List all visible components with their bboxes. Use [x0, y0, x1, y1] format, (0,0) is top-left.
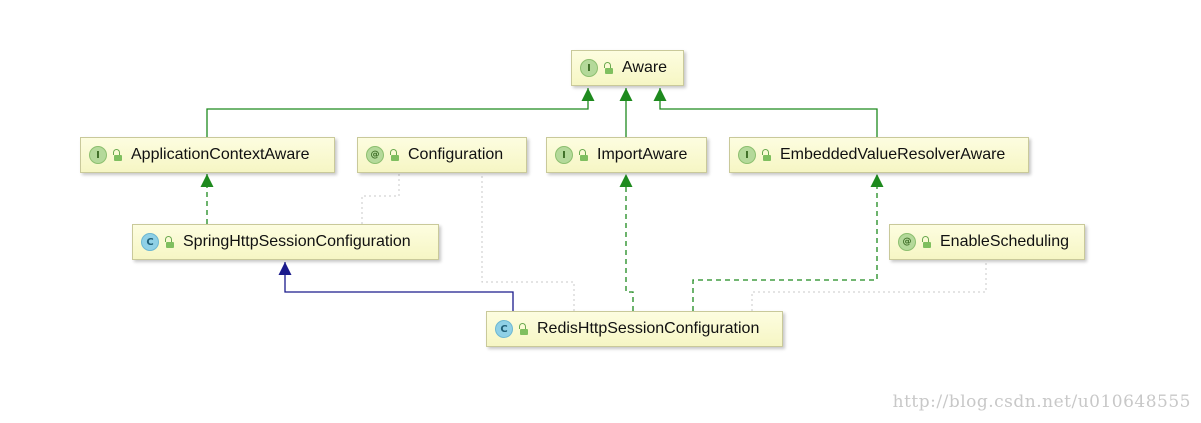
node-import-aware[interactable]: I ImportAware: [546, 137, 707, 173]
annotation-icon: @: [898, 233, 916, 251]
node-configuration[interactable]: @ Configuration: [357, 137, 527, 173]
class-icon: C: [141, 233, 159, 251]
interface-icon: I: [580, 59, 598, 77]
node-label: RedisHttpSessionConfiguration: [537, 320, 760, 337]
node-label: EnableScheduling: [940, 233, 1069, 250]
edge-redishttpsessionconfiguration-configuration: [481, 174, 575, 311]
node-aware[interactable]: I Aware: [571, 50, 684, 86]
edge-redishttpsessionconfiguration-springhttpsessionconfiguration: [278, 262, 514, 311]
lock-icon: [922, 236, 931, 248]
edge-redishttpsessionconfiguration-importaware: [619, 174, 634, 311]
edge-embeddedvalueresolveraware-aware: [653, 88, 878, 137]
edge-applicationcontextaware-aware: [206, 88, 595, 137]
lock-icon: [113, 149, 122, 161]
node-redis-http-session-configuration[interactable]: C RedisHttpSessionConfiguration: [486, 311, 783, 347]
interface-icon: I: [555, 146, 573, 164]
lock-icon: [604, 62, 613, 74]
lock-icon: [762, 149, 771, 161]
node-label: Configuration: [408, 146, 504, 163]
node-label: ApplicationContextAware: [131, 146, 310, 163]
interface-icon: I: [738, 146, 756, 164]
watermark: http://blog.csdn.net/u010648555: [892, 392, 1191, 412]
edge-springhttpsessionconfiguration-configuration: [361, 174, 400, 224]
node-enable-scheduling[interactable]: @ EnableScheduling: [889, 224, 1085, 260]
node-application-context-aware[interactable]: I ApplicationContextAware: [80, 137, 335, 173]
node-label: ImportAware: [597, 146, 688, 163]
lock-icon: [165, 236, 174, 248]
lock-icon: [390, 149, 399, 161]
annotation-icon: @: [366, 146, 384, 164]
node-embedded-value-resolver-aware[interactable]: I EmbeddedValueResolverAware: [729, 137, 1029, 173]
lock-icon: [519, 323, 528, 335]
edge-redishttpsessionconfiguration-enablescheduling: [751, 262, 987, 311]
interface-icon: I: [89, 146, 107, 164]
node-label: SpringHttpSessionConfiguration: [183, 233, 411, 250]
edge-redishttpsessionconfiguration-embeddedvalueresolveraware: [692, 174, 884, 311]
class-icon: C: [495, 320, 513, 338]
node-label: EmbeddedValueResolverAware: [780, 146, 1006, 163]
lock-icon: [579, 149, 588, 161]
node-label: Aware: [622, 59, 668, 76]
node-spring-http-session-configuration[interactable]: C SpringHttpSessionConfiguration: [132, 224, 439, 260]
